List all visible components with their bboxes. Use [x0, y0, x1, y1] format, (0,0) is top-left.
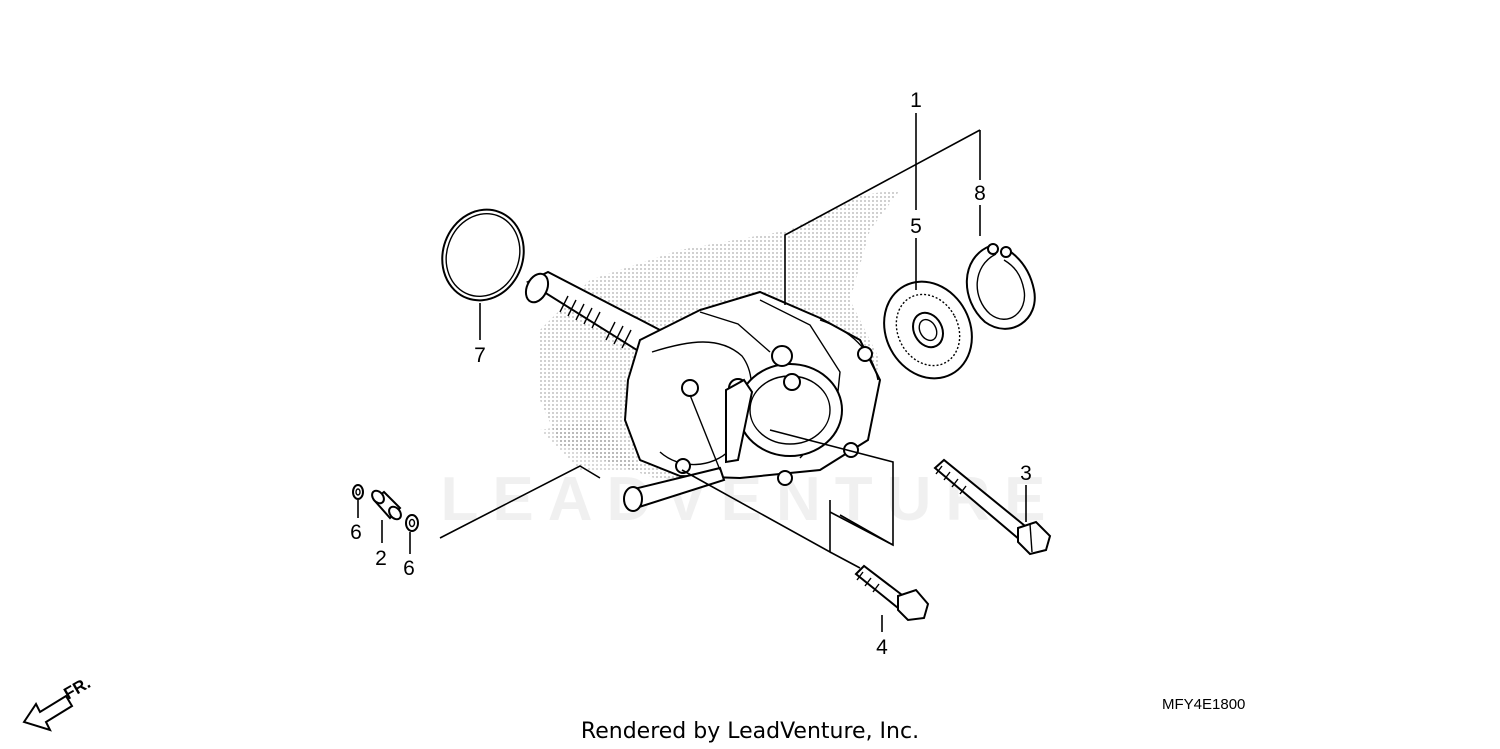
credit-line: Rendered by LeadVenture, Inc.: [581, 719, 919, 744]
callout-5: 5: [910, 215, 922, 238]
diagram-code: MFY4E1800: [1162, 696, 1245, 713]
callout-7: 7: [474, 344, 486, 367]
arrow-icon: [22, 694, 74, 732]
callout-1: 1: [910, 89, 922, 112]
callout-3: 3: [1020, 462, 1032, 485]
circlip-part-8[interactable]: [965, 243, 1036, 330]
leader-lines: [357, 113, 1027, 632]
flange-bolt-part-4[interactable]: [854, 564, 930, 622]
dowel-pin-part-2[interactable]: [370, 488, 404, 521]
washer-part-6a[interactable]: [352, 484, 364, 500]
washer-part-6b[interactable]: [405, 514, 419, 532]
flange-bolt-part-3[interactable]: [933, 458, 1052, 556]
callout-4: 4: [876, 636, 888, 659]
o-ring-part-7[interactable]: [430, 198, 537, 312]
callout-6b: 6: [403, 557, 415, 580]
bearing-part-5[interactable]: [867, 266, 988, 394]
callout-2: 2: [375, 547, 387, 570]
final-gear-case-assembly[interactable]: [522, 270, 882, 512]
callout-6a: 6: [350, 521, 362, 544]
callout-8: 8: [974, 182, 986, 205]
front-direction-indicator: FR.: [22, 673, 94, 732]
